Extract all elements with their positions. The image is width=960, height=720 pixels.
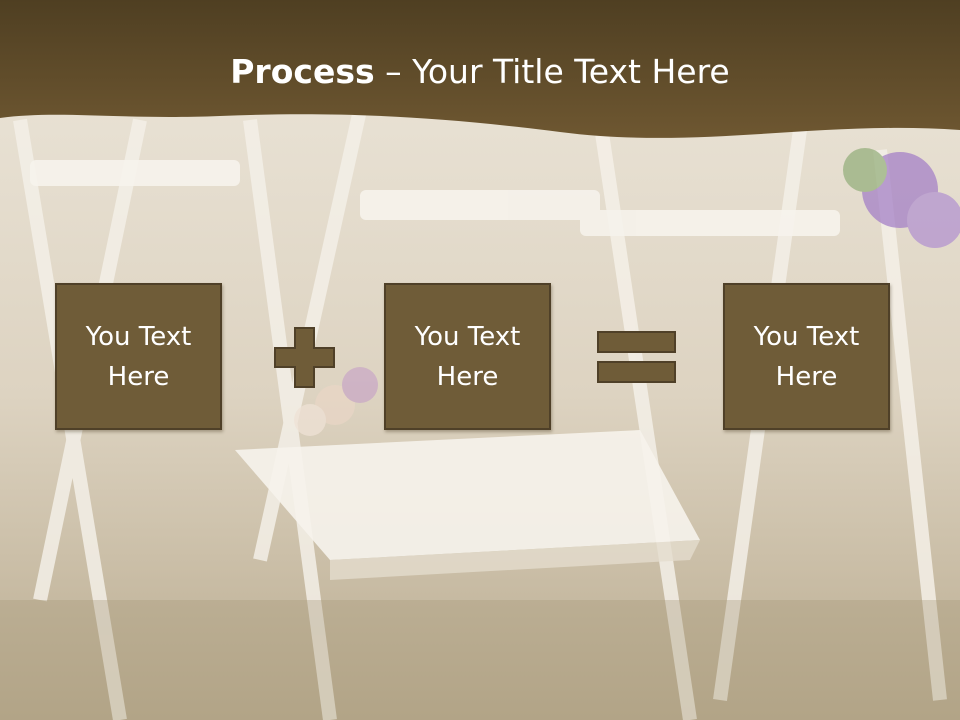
plus-icon bbox=[274, 327, 335, 388]
title-bold: Process bbox=[230, 52, 375, 91]
equals-icon bbox=[597, 331, 676, 383]
title-text: Your Title Text Here bbox=[412, 52, 730, 91]
process-box-2-text: You Text Here bbox=[414, 321, 521, 392]
process-box-3-text: You Text Here bbox=[753, 321, 860, 392]
header-band bbox=[0, 0, 960, 138]
process-box-1-text: You Text Here bbox=[85, 321, 192, 392]
process-box-1[interactable]: You Text Here bbox=[55, 283, 222, 430]
process-box-3[interactable]: You Text Here bbox=[723, 283, 890, 430]
title-separator: – bbox=[374, 52, 413, 91]
page-title: Process – Your Title Text Here bbox=[0, 52, 960, 91]
process-box-2[interactable]: You Text Here bbox=[384, 283, 551, 430]
